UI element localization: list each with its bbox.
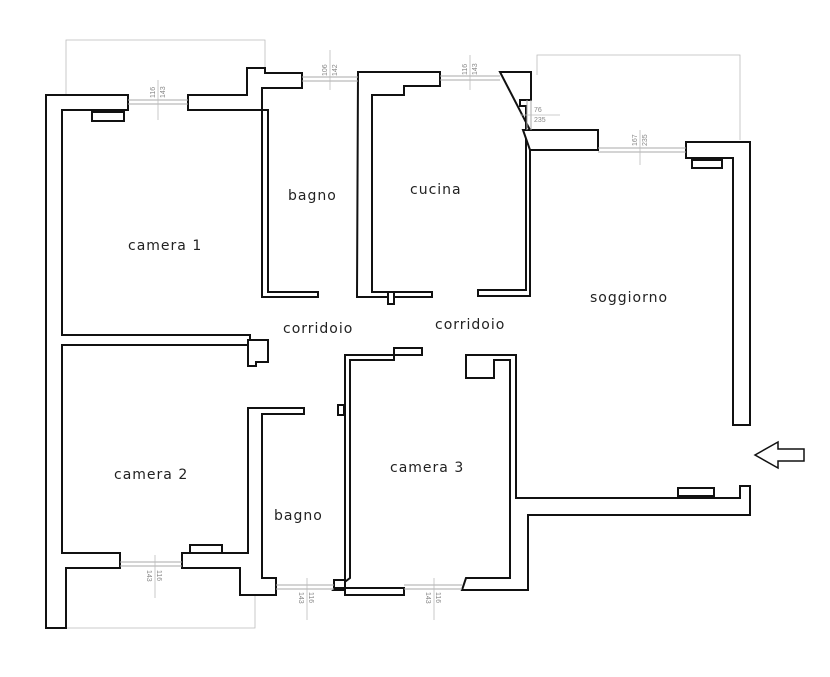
wall-stub (337, 404, 345, 416)
dim-label: 143 (160, 86, 167, 98)
dim-label: 116 (155, 570, 162, 581)
wall-camera2-bagno (181, 407, 305, 596)
wall-cucina-right (477, 71, 532, 297)
balcony-outlines (65, 39, 741, 629)
wall-camera3-left (331, 347, 423, 591)
dim-label: 106 (322, 64, 329, 76)
dimension-labels: 116 143 106 142 116 143 76 235 167 235 1… (145, 63, 649, 604)
radiator (691, 159, 723, 169)
radiator (189, 544, 223, 554)
wall-soggiorno-right (685, 141, 751, 426)
dim-label: 143 (145, 570, 152, 582)
dim-label: 116 (150, 87, 157, 98)
dim-label: 142 (332, 64, 339, 76)
room-label-corridoio-left: corridoio (283, 321, 353, 337)
dim-label: 235 (642, 134, 649, 146)
wall-camera3-right (460, 354, 751, 591)
dim-label: 143 (297, 592, 304, 604)
room-label-soggiorno: soggiorno (590, 290, 668, 306)
dim-label: 116 (462, 64, 469, 75)
wall-corridor-stub (247, 339, 269, 367)
room-label-corridoio-right: corridoio (435, 317, 505, 333)
dim-label: 235 (534, 117, 546, 124)
room-label-bagno-top: bagno (288, 188, 337, 204)
wall-left-outer (45, 94, 251, 629)
entrance-arrow-icon (753, 440, 805, 470)
room-label-camera3: camera 3 (390, 460, 464, 476)
wall-bagno-camera3 (333, 579, 405, 596)
dim-label: 116 (434, 592, 441, 603)
room-label-cucina: cucina (410, 182, 462, 198)
room-label-camera2: camera 2 (114, 467, 188, 483)
dim-label: 76 (534, 107, 542, 114)
room-label-bagno-bottom: bagno (274, 508, 323, 524)
radiator (91, 111, 125, 122)
wall-top-camera1-bagno (187, 67, 319, 298)
room-label-camera1: camera 1 (128, 238, 202, 254)
dim-label: 167 (632, 134, 639, 146)
wall-stub-center (387, 291, 395, 305)
windows (120, 50, 686, 620)
dim-label: 143 (472, 63, 479, 75)
wall-bagno-cucina (355, 71, 441, 298)
dim-label: 143 (424, 592, 431, 604)
dim-label: 116 (307, 592, 314, 603)
wall-soggiorno-top (521, 129, 599, 151)
radiator (677, 487, 715, 497)
walls (45, 67, 751, 629)
